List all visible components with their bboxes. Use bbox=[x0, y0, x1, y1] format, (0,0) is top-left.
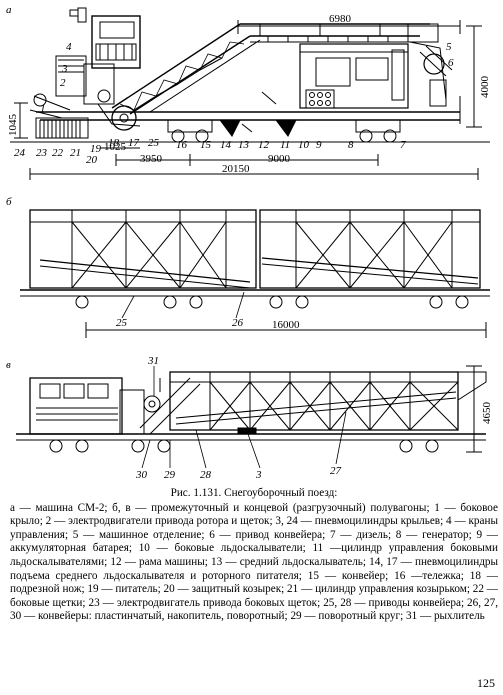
callout-16: 16 bbox=[176, 139, 188, 151]
callout-20: 20 bbox=[86, 154, 98, 166]
dim-1025: 1025 bbox=[104, 141, 127, 153]
dim-4650: 4650 bbox=[481, 402, 493, 425]
figure-caption: Рис. 1.131. Снегоуборочный поезд: а — ма… bbox=[10, 487, 498, 624]
callout-3: 3 bbox=[61, 63, 68, 75]
panel-label-a: а bbox=[6, 4, 12, 16]
callout-22: 22 bbox=[52, 147, 64, 159]
callout-c-3: 3 bbox=[255, 469, 262, 481]
callout-18: 18 bbox=[108, 137, 120, 149]
callout-7: 7 bbox=[400, 139, 406, 151]
dim-3950: 3950 bbox=[140, 153, 163, 165]
callout-6: 6 bbox=[448, 57, 454, 69]
callout-14: 14 bbox=[220, 139, 232, 151]
callout-2: 2 bbox=[60, 77, 66, 89]
panel-b-intermediate-wagon: б 16000 25 26 bbox=[6, 196, 490, 338]
callout-c-29: 29 bbox=[164, 469, 176, 481]
panel-label-c: в bbox=[6, 359, 11, 371]
caption-title: Рис. 1.131. Снегоуборочный поезд: bbox=[170, 487, 338, 499]
dim-9000: 9000 bbox=[268, 153, 291, 165]
callout-21: 21 bbox=[70, 147, 81, 159]
dim-6980: 6980 bbox=[329, 13, 352, 25]
callout-4: 4 bbox=[66, 41, 72, 53]
callout-9: 9 bbox=[316, 139, 322, 151]
callout-13: 13 bbox=[238, 139, 250, 151]
callout-1: 1 bbox=[40, 103, 46, 115]
callout-23: 23 bbox=[36, 147, 48, 159]
callout-8: 8 bbox=[348, 139, 354, 151]
dim-16000: 16000 bbox=[272, 319, 300, 331]
bogie-rear bbox=[355, 119, 401, 143]
callout-10: 10 bbox=[298, 139, 310, 151]
dim-20150: 20150 bbox=[222, 163, 250, 175]
callout-15: 15 bbox=[200, 139, 212, 151]
callout-17: 17 bbox=[128, 137, 140, 149]
dim-4000: 4000 bbox=[479, 76, 491, 99]
callout-24: 24 bbox=[14, 147, 26, 159]
callout-b-25: 25 bbox=[116, 317, 128, 329]
callout-c-30: 30 bbox=[135, 469, 148, 481]
caption-body: а — машина СМ-2; б, в — промежуточный и … bbox=[10, 501, 498, 623]
callout-c-27: 27 bbox=[330, 465, 342, 477]
callout-12: 12 bbox=[258, 139, 270, 151]
callout-c-28: 28 bbox=[200, 469, 212, 481]
callout-c-31: 31 bbox=[147, 355, 159, 367]
panel-a-machine: а 6980 4000 1045 bbox=[6, 4, 491, 180]
panel-c-end-wagon: в bbox=[6, 355, 493, 481]
callout-b-26: 26 bbox=[232, 317, 244, 329]
callout-5: 5 bbox=[446, 41, 452, 53]
callout-19: 19 bbox=[90, 143, 102, 155]
callout-25: 25 bbox=[148, 137, 160, 149]
dim-1045: 1045 bbox=[7, 114, 19, 137]
panel-label-b: б bbox=[6, 196, 12, 208]
callout-11: 11 bbox=[280, 139, 290, 151]
page-number: 125 bbox=[477, 676, 495, 690]
